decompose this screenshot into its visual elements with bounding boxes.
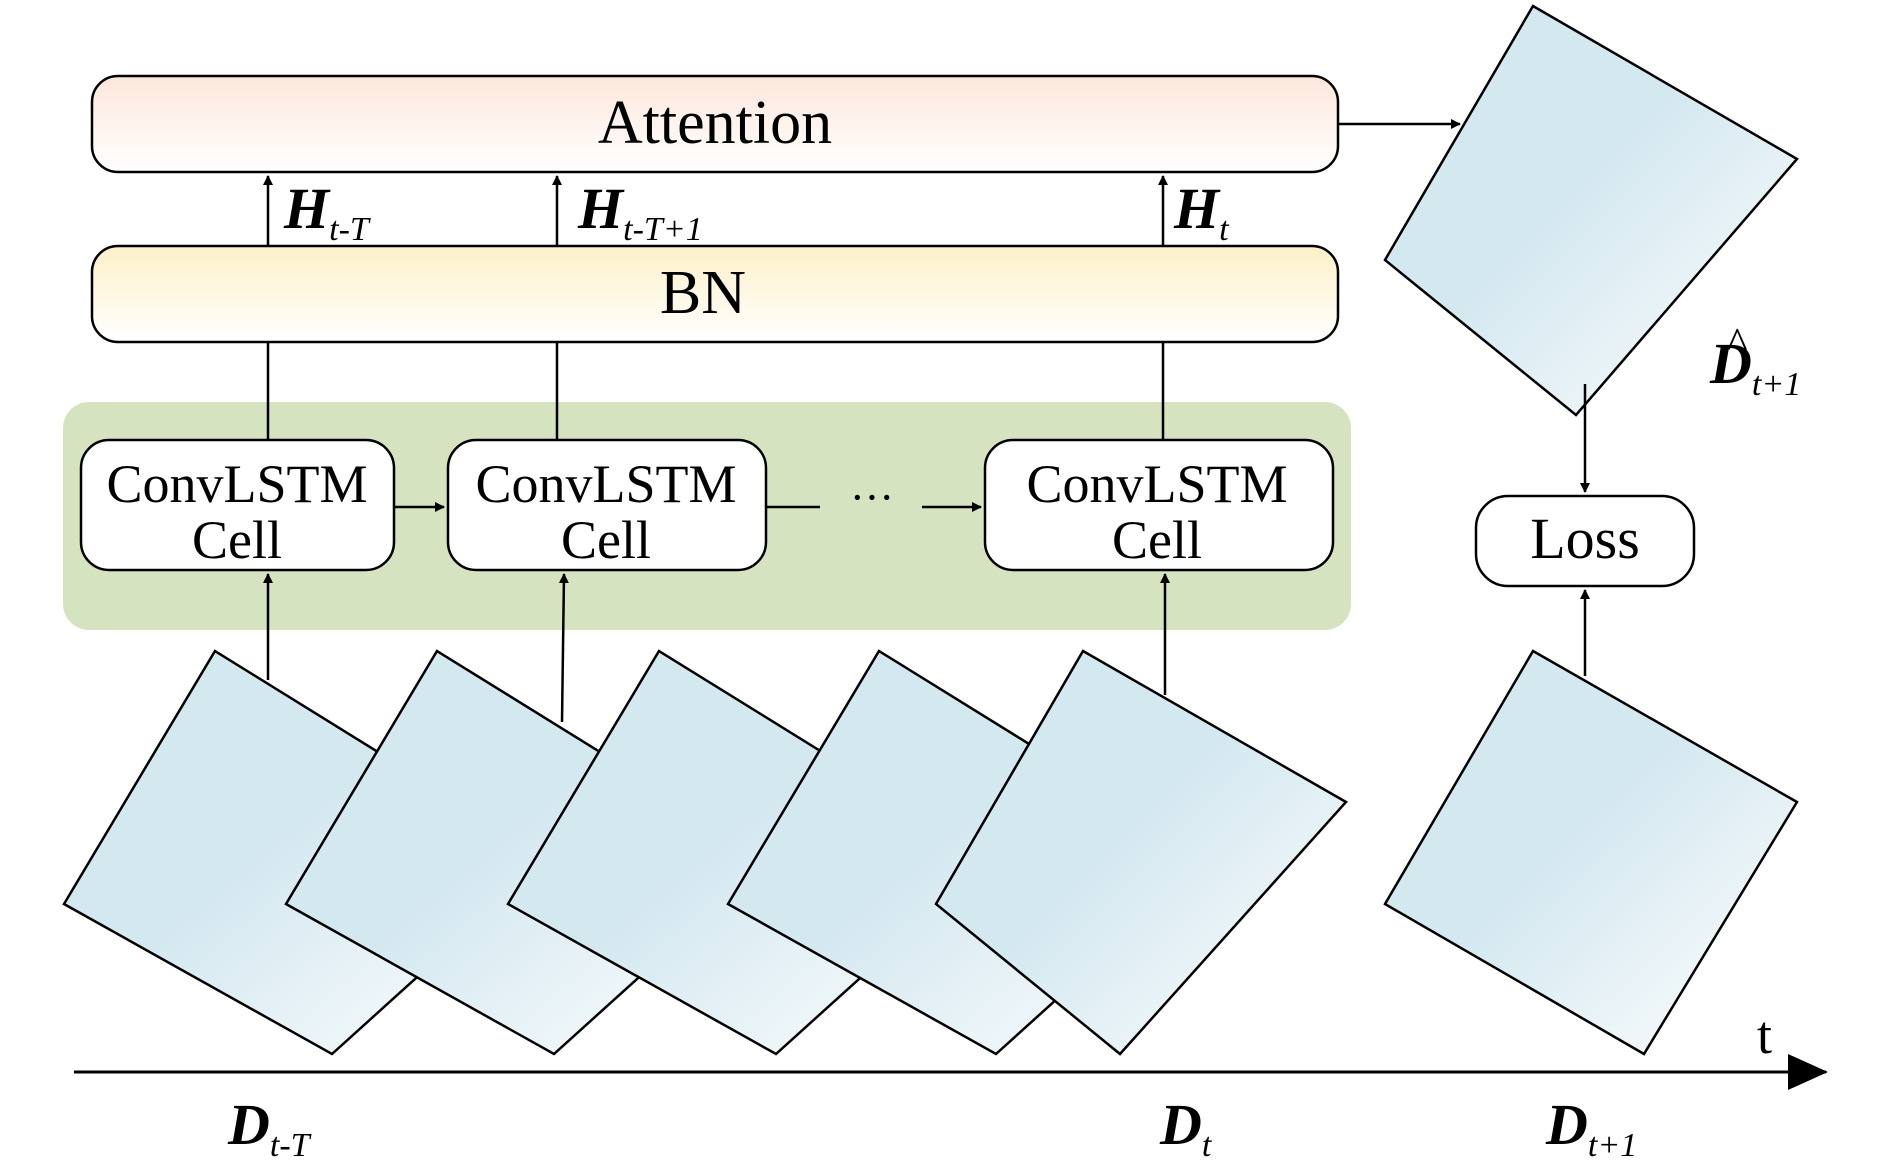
convlstm-cell-1: ConvLSTM Cell xyxy=(79,438,396,572)
hidden-label-t-minus-T: Ht-T xyxy=(283,176,371,248)
cell-2-line2: Cell xyxy=(561,510,651,570)
input-frame-5 xyxy=(934,649,1348,1056)
hidden-label-t-minus-T-plus-1: Ht-T+1 xyxy=(577,176,703,248)
prediction-frame xyxy=(1383,4,1799,417)
prediction-hat: ^ xyxy=(1726,319,1747,368)
attention-label: Attention xyxy=(598,89,832,157)
cell-3-line2: Cell xyxy=(1112,510,1202,570)
convlstm-cell-2: ConvLSTM Cell xyxy=(446,438,768,572)
attention-block: Attention xyxy=(90,74,1340,174)
ellipsis: ··· xyxy=(850,473,894,522)
frame-label-t-plus-1: Dt+1 xyxy=(1545,1092,1637,1164)
bn-label: BN xyxy=(660,259,746,327)
convlstm-cell-3: ConvLSTM Cell xyxy=(983,438,1335,572)
frame-label-t-minus-T: Dt-T xyxy=(227,1092,312,1164)
hidden-state-arrows xyxy=(263,175,1168,246)
hidden-label-t: Ht xyxy=(1173,176,1230,248)
cell-1-line1: ConvLSTM xyxy=(106,454,367,514)
bn-block: BN xyxy=(90,244,1340,344)
input-frames xyxy=(62,649,1348,1056)
cell-3-line1: ConvLSTM xyxy=(1026,454,1287,514)
frame-label-t: Dt xyxy=(1159,1092,1213,1164)
input-arrows xyxy=(263,573,1170,723)
prediction-label: Dt+1 xyxy=(1709,331,1801,403)
loss-block: Loss xyxy=(1474,494,1696,588)
cell-2-line1: ConvLSTM xyxy=(475,454,736,514)
loss-label: Loss xyxy=(1530,506,1640,571)
cell-1-line2: Cell xyxy=(192,510,282,570)
cell-to-bn-lines xyxy=(266,342,1165,440)
ground-truth-frame xyxy=(1383,649,1799,1056)
time-axis-label: t xyxy=(1757,1005,1772,1065)
